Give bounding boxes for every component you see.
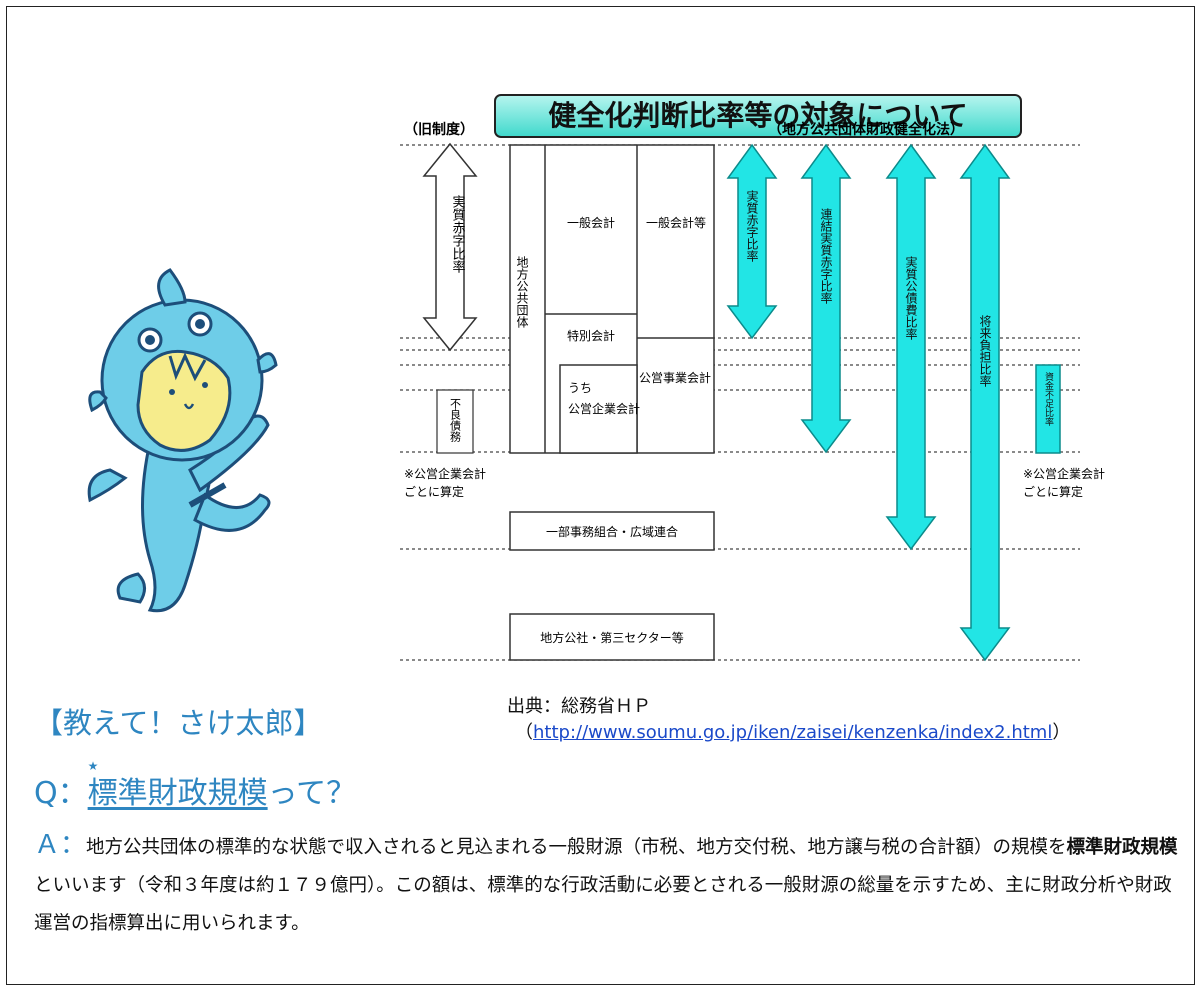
diagram-title: 健全化判断比率等の対象について — [548, 99, 967, 132]
partial-union-label: 一部事務組合・広域連合 — [546, 524, 678, 539]
partial-union-box — [509, 511, 715, 551]
source-link[interactable]: http://www.soumu.go.jp/iken/zaisei/kenze… — [533, 722, 1053, 743]
future-burden-arrow — [959, 143, 1011, 662]
note-left-line1: ※公営企業会計 — [404, 466, 486, 481]
funding-shortfall-bar — [1035, 364, 1061, 454]
ratio-real-deficit-label: 実質赤字比率 — [745, 189, 759, 262]
bad-debt-box — [436, 389, 474, 454]
page-frame — [6, 6, 1195, 985]
soundness-ratio-diagram: 健全化判断比率等の対象について （旧制度） （地方公共団体財政健全化法） 実質赤… — [87, 94, 1105, 662]
ratio-arrows — [726, 143, 1061, 662]
old-system-note: （旧制度） — [404, 121, 474, 138]
source-close-paren: ） — [1052, 722, 1071, 743]
old-arrow-label: 実質赤字比率 — [450, 194, 466, 273]
note-left-line2: ごとに算定 — [404, 484, 464, 499]
question-prefix: Q： — [34, 776, 88, 811]
note-right-line2: ごとに算定 — [1023, 484, 1083, 499]
diagram-title-banner: 健全化判断比率等の対象について — [494, 94, 1022, 138]
debt-service-arrow — [885, 143, 937, 551]
entity-label: 地方公共団体 — [515, 256, 529, 329]
source-citation: 出典：総務省ＨＰ （http://www.soumu.go.jp/iken/za… — [507, 694, 1070, 746]
of-which-label: うち — [568, 381, 592, 395]
ratio-future-burden-label: 将来負担比率 — [978, 315, 992, 387]
entity-block — [509, 144, 715, 454]
question-term[interactable]: ★ 標準財政規模 — [87, 759, 268, 811]
new-law-note: （地方公共団体財政健全化法） — [768, 121, 964, 138]
question-heading: Q： ★ 標準財政規模って？ — [34, 759, 357, 812]
ratio-funding-shortfall-label: 資金不足比率 — [1043, 371, 1054, 427]
third-sector-box — [509, 613, 715, 661]
answer-text-1: 地方公共団体の標準的な状態で収入されると見込まれる一般財源（市税、地方交付税、地… — [86, 837, 1067, 858]
ratio-debt-service-label: 実質公債費比率 — [904, 255, 918, 340]
real-deficit-arrow — [726, 143, 778, 340]
answer-bold-term: 標準財政規模 — [1066, 837, 1178, 858]
of-which-enterprise-label: 公営企業会計 — [568, 401, 640, 416]
general-account-etc-label: 一般会計等 — [646, 215, 706, 230]
bad-debt-label: 不良債務 — [449, 398, 462, 443]
third-sector-label: 地方公社・第三セクター等 — [540, 630, 684, 645]
source-url-line: （http://www.soumu.go.jp/iken/zaisei/kenz… — [507, 720, 1070, 746]
ratio-consolidated-label: 連結実質赤字比率 — [819, 208, 833, 304]
section-heading: 【教えて！さけ太郎】 — [34, 706, 323, 740]
answer-text-2: といいます（令和３年度は約１７９億円）。この額は、標準的な行政活動に必要とされる… — [34, 875, 1172, 934]
source-label: 出典：総務省ＨＰ — [507, 696, 651, 717]
answer-paragraph: Ａ：地方公共団体の標準的な状態で収入されると見込まれる一般財源（市税、地方交付税… — [34, 826, 1184, 943]
dashed-guides — [400, 144, 1080, 661]
public-enterprise-account-label: 公営事業会計 — [639, 370, 711, 385]
special-account-label: 特別会計 — [567, 328, 615, 343]
star-icon: ★ — [87, 759, 99, 773]
source-open-paren: （ — [515, 722, 533, 743]
question-term-text: 標準財政規模 — [87, 776, 268, 811]
general-account-label: 一般会計 — [567, 215, 615, 230]
answer-mark: Ａ： — [34, 830, 87, 860]
note-right-line1: ※公営企業会計 — [1023, 466, 1105, 481]
question-suffix: って？ — [267, 776, 357, 811]
sakekun-mascot-icon — [87, 268, 278, 613]
consolidated-arrow — [800, 143, 852, 454]
old-real-deficit-arrow: 実質赤字比率 — [422, 142, 478, 352]
